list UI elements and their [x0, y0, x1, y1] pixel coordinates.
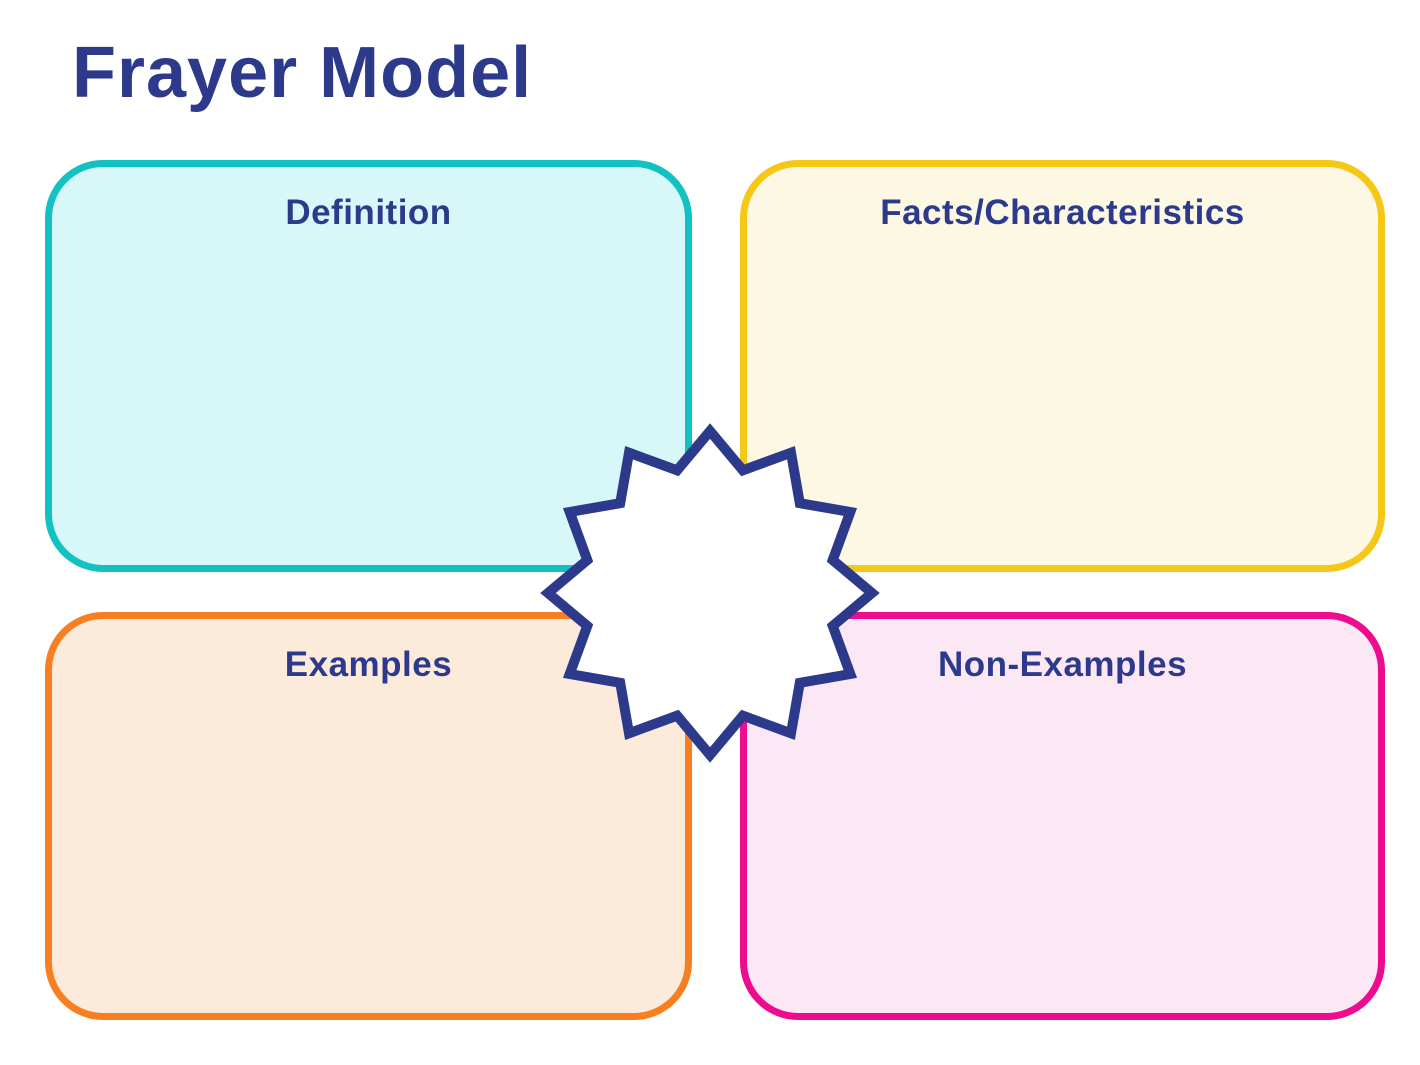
- non-examples-box: Non-Examples: [740, 612, 1385, 1020]
- examples-label: Examples: [284, 645, 453, 684]
- star-shape: [540, 423, 880, 763]
- starburst-icon: [540, 423, 880, 763]
- facts-characteristics-box: Facts/Characteristics: [740, 160, 1385, 572]
- facts-characteristics-label: Facts/Characteristics: [880, 193, 1245, 232]
- definition-label: Definition: [285, 193, 452, 232]
- page-title: Frayer Model: [72, 33, 533, 113]
- non-examples-label: Non-Examples: [937, 645, 1188, 684]
- definition-box: Definition: [45, 160, 692, 572]
